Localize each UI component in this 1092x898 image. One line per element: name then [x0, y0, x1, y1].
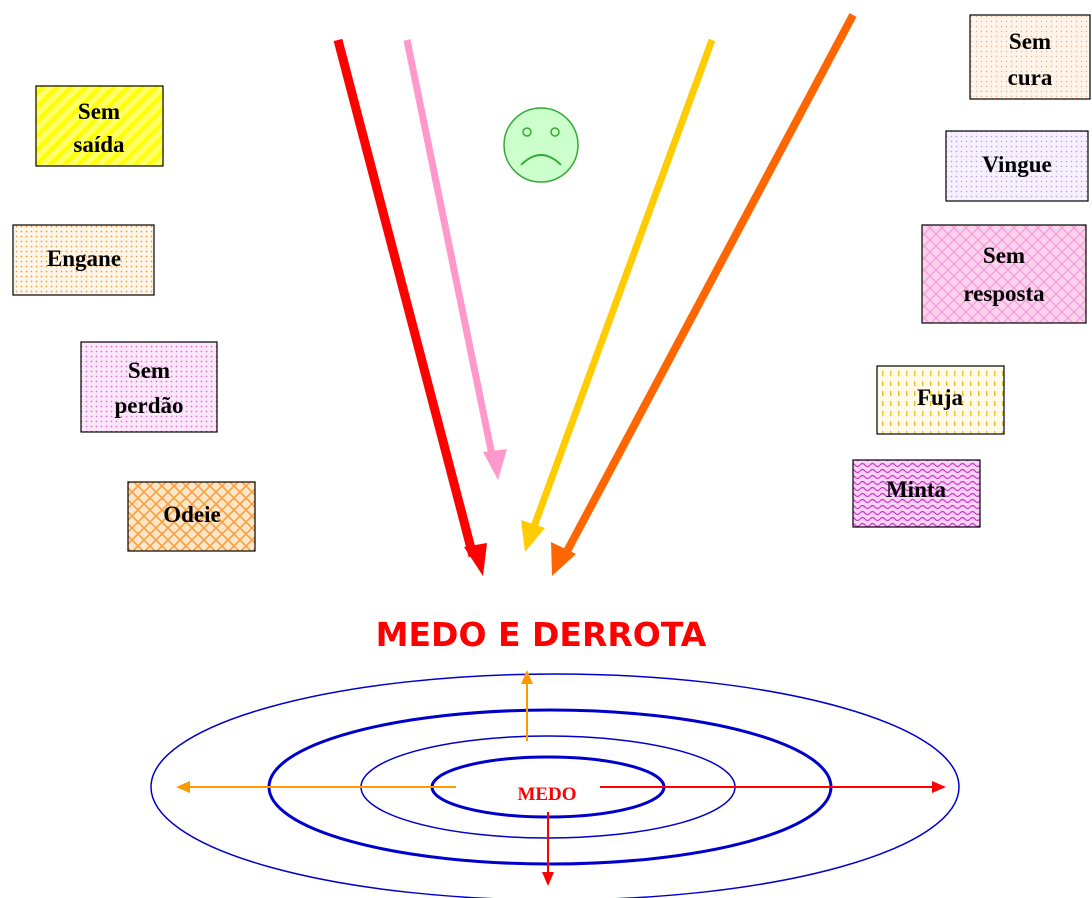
box-engane: Engane — [12, 224, 155, 296]
box-odeie: Odeie — [127, 481, 256, 552]
box-line-2: saída — [73, 132, 125, 157]
box-line-1: Sem — [983, 243, 1025, 268]
incoming-arrows — [333, 13, 857, 576]
orange-down-arrow — [551, 13, 857, 576]
yellow-down-arrow — [521, 38, 716, 552]
box-line-1: Sem — [78, 99, 120, 124]
box-vingue: Vingue — [945, 130, 1089, 202]
box-line-2: perdão — [115, 393, 184, 418]
center-label: MEDO — [517, 784, 576, 805]
box-line-1: Sem — [1009, 29, 1051, 54]
box-line-1: Vingue — [982, 152, 1051, 177]
red-down-arrow — [333, 38, 487, 576]
outer-ring — [150, 673, 960, 898]
box-minta: Minta — [852, 459, 981, 528]
box-line-2: cura — [1008, 65, 1053, 90]
sad-face-icon — [503, 107, 579, 183]
box-sem-saida: Sem saída — [35, 85, 164, 167]
box-line-1: Fuja — [917, 385, 964, 410]
pink-down-arrow — [403, 39, 507, 480]
box-line-2: resposta — [963, 281, 1045, 306]
box-line-1: Minta — [886, 477, 947, 502]
fear-target: MEDO — [150, 670, 960, 898]
diagram-title: MEDO E DERROTA — [376, 615, 707, 654]
box-line-1: Engane — [47, 246, 121, 271]
box-sem-resposta: Sem resposta — [921, 224, 1087, 324]
box-line-1: Sem — [128, 358, 170, 383]
box-sem-perdao: Sem perdão — [80, 341, 218, 433]
box-sem-cura: Sem cura — [969, 14, 1091, 100]
box-line-1: Odeie — [163, 502, 221, 527]
box-fuja: Fuja — [876, 365, 1005, 435]
